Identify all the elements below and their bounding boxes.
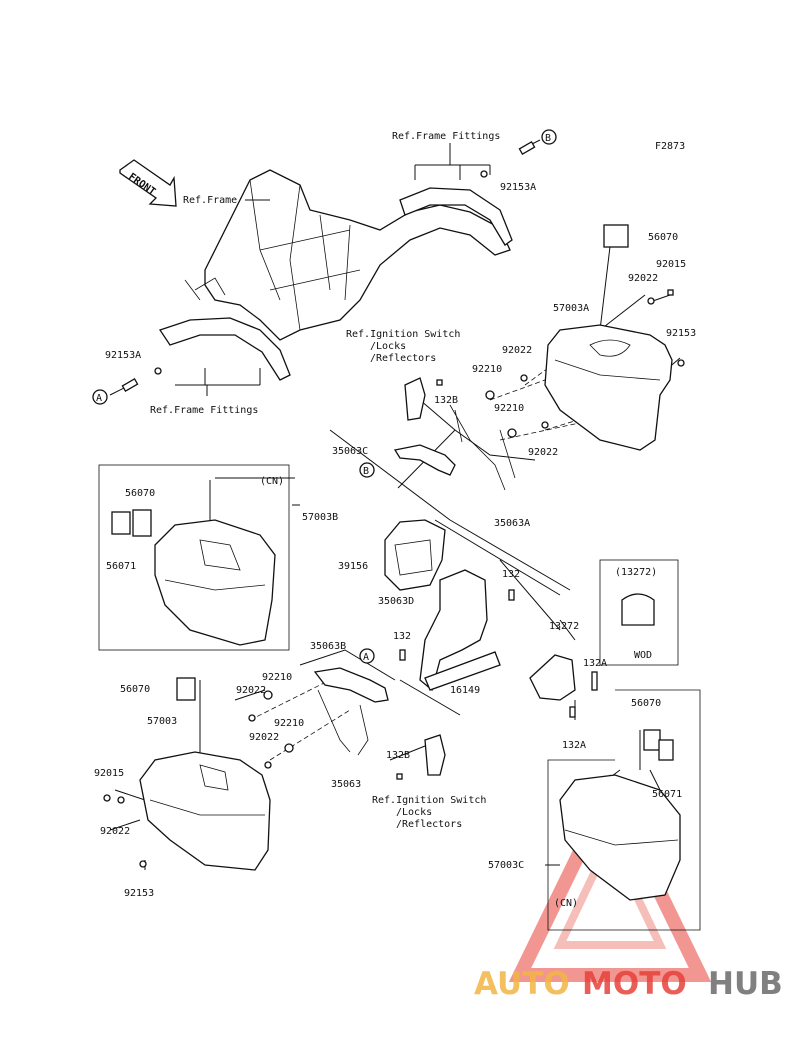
part-number: 57003C [488,860,524,871]
ref-circle-A-mid: A [359,648,375,664]
part-number: 56071 [652,789,682,800]
svg-text:A: A [363,652,369,663]
part-number: 92015 [656,259,686,270]
svg-text:B: B [363,466,369,477]
watermark-text: AUTO MOTO HUB [474,966,783,1002]
label-56070-left [176,677,196,701]
part-number: 92015 [94,768,124,779]
front-arrow-icon: FRONT [119,159,177,207]
part-number: 16149 [450,685,480,696]
part-number: 92022 [528,447,558,458]
part-number: 132B [434,395,458,406]
label-56070-right [603,224,629,248]
svg-text:HUB: HUB [708,966,783,1002]
part-number: 35063C [332,446,368,457]
part-number: 39156 [338,561,368,572]
svg-text:Ref.Ignition Switch: Ref.Ignition Switch [346,329,460,340]
ref-circle-B-top: B [541,129,557,145]
backrest-assembly [384,519,679,701]
svg-text:/Locks: /Locks [396,807,432,818]
part-number: 56070 [125,488,155,499]
part-number: 57003 [147,716,177,727]
part-number: 35063B [310,641,346,652]
svg-text:/Reflectors: /Reflectors [370,353,436,364]
part-number: 92022 [249,732,279,743]
part-number: 57003A [553,303,589,314]
ref-ignition-bottom: Ref.Ignition Switch /Locks /Reflectors [372,795,486,830]
part-number: 56070 [631,698,661,709]
svg-text:Ref.Ignition Switch: Ref.Ignition Switch [372,795,486,806]
part-number: 56070 [648,232,678,243]
part-number: 92210 [472,364,502,375]
part-number: 92153A [105,350,141,361]
part-number: 35063D [378,596,414,607]
part-number: 56071 [106,561,136,572]
figure-code: F2873 [655,141,685,152]
wod-label: WOD [634,650,652,661]
svg-text:AUTO: AUTO [474,966,570,1002]
part-number: 92153 [124,888,154,899]
ref-frame: Ref.Frame [183,195,237,206]
wod-code: (13272) [615,567,657,578]
part-number: 56070 [120,684,150,695]
cn-label: (CN) [554,898,578,909]
fasteners [103,141,685,868]
svg-text:MOTO: MOTO [582,966,687,1002]
part-number: 92022 [628,273,658,284]
svg-text:/Locks: /Locks [370,341,406,352]
part-number: 132A [562,740,586,751]
part-number: 92022 [236,685,266,696]
cn-box-top [98,464,290,651]
part-number: 132 [502,569,520,580]
svg-text:/Reflectors: /Reflectors [396,819,462,830]
part-number: 132A [583,658,607,669]
part-number: 92210 [262,672,292,683]
ref-ignition-top: Ref.Ignition Switch /Locks /Reflectors [346,329,460,364]
part-number: 35063A [494,518,530,529]
svg-text:A: A [96,393,102,404]
ref-frame-fittings-left: Ref.Frame Fittings [150,405,258,416]
part-number: 13272 [549,621,579,632]
part-number: 92022 [100,826,130,837]
svg-text:B: B [545,133,551,144]
saddlebag-right [544,224,673,451]
part-number: 35063 [331,779,361,790]
part-number: 92022 [502,345,532,356]
guard-brackets-bottom [139,667,446,871]
part-number: 92153 [666,328,696,339]
frame-drawing [158,169,513,381]
cn-box-bottom [547,689,701,931]
ref-frame-fittings-top: Ref.Frame Fittings [392,131,500,142]
cn-label: (CN) [260,476,284,487]
part-number: 92210 [494,403,524,414]
part-number: 92153A [500,182,536,193]
guard-brackets-top [393,377,516,491]
ref-circle-A-left: A [92,389,108,405]
ref-circle-B-mid: B [359,462,375,478]
part-number: 57003B [302,512,338,523]
part-number: 132B [386,750,410,761]
part-number: 92210 [274,718,304,729]
part-number: 132 [393,631,411,642]
